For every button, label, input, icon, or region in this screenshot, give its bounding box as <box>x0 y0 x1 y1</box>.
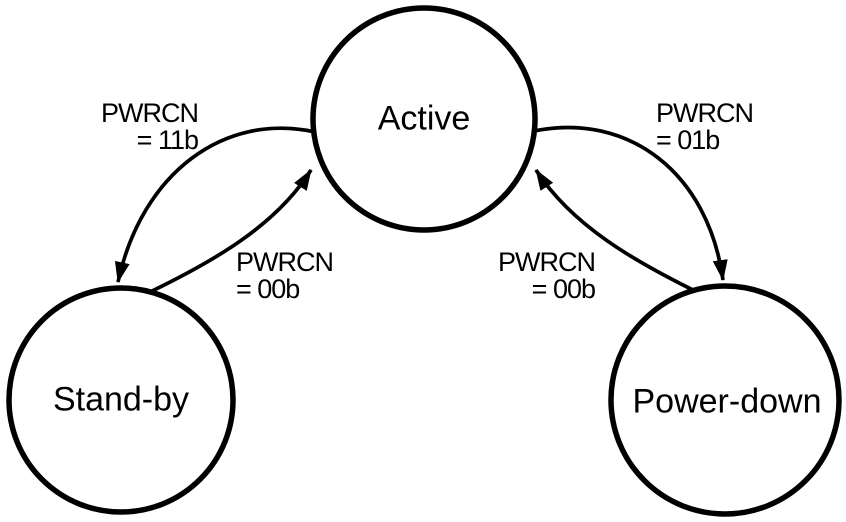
edge-label-value: = 11b <box>136 125 199 155</box>
edge-label-signal: PWRCN <box>101 98 199 128</box>
edge-label-powerdown-to-active: PWRCN = 00b <box>498 247 596 304</box>
edge-label-signal: PWRCN <box>656 98 754 128</box>
edge-label-value: = 00b <box>531 274 596 304</box>
state-circle-standby <box>6 285 236 515</box>
state-circle-powerdown <box>608 283 842 517</box>
edge-label-standby-to-active: PWRCN = 00b <box>236 247 334 304</box>
edge-label-signal: PWRCN <box>236 247 334 277</box>
edge-label-value: = 01b <box>656 125 720 155</box>
state-label-standby: Stand-by <box>52 380 190 419</box>
edge-standby-to-active <box>149 169 313 294</box>
edge-label-active-to-powerdown: PWRCN = 01b <box>656 98 754 155</box>
state-circle-active <box>310 5 538 233</box>
edge-label-value: = 00b <box>236 274 300 304</box>
edge-label-active-to-standby: PWRCN = 11b <box>101 98 199 155</box>
edge-label-signal: PWRCN <box>498 247 596 277</box>
state-label-active: Active <box>377 99 471 138</box>
edge-active-to-standby <box>114 126 316 283</box>
state-label-powerdown: Power-down <box>632 382 822 421</box>
edge-powerdown-to-active <box>534 168 698 294</box>
edge-active-to-powerdown <box>533 125 728 281</box>
